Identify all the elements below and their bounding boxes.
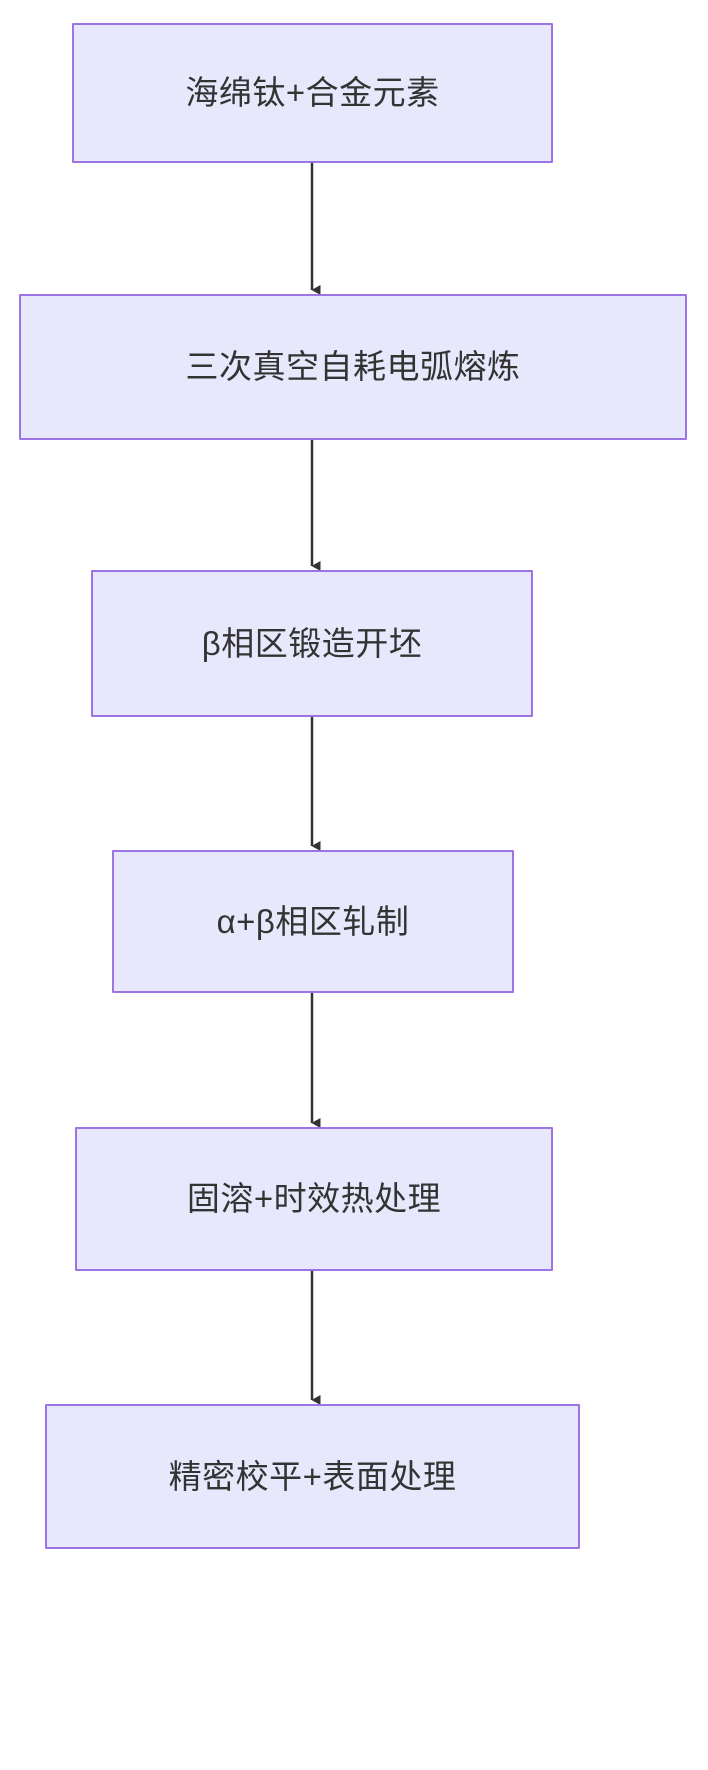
flow-node-solution-aging-heat-treatment[interactable]: 固溶+时效热处理 (75, 1127, 553, 1271)
flow-node-label: α+β相区轧制 (216, 902, 410, 940)
flow-node-label: β相区锻造开坯 (201, 624, 423, 662)
flow-node-raw-material[interactable]: 海绵钛+合金元素 (72, 23, 553, 163)
flow-node-label: 精密校平+表面处理 (168, 1457, 457, 1495)
flow-node-precision-leveling-surface-treatment[interactable]: 精密校平+表面处理 (45, 1404, 580, 1549)
flow-node-beta-forging[interactable]: β相区锻造开坯 (91, 570, 533, 717)
flow-node-vacuum-arc-melting[interactable]: 三次真空自耗电弧熔炼 (19, 294, 687, 440)
flow-node-label: 三次真空自耗电弧熔炼 (185, 348, 521, 386)
flow-node-label: 海绵钛+合金元素 (185, 74, 440, 112)
flow-node-label: 固溶+时效热处理 (186, 1180, 442, 1218)
flow-node-alpha-beta-rolling[interactable]: α+β相区轧制 (112, 850, 514, 993)
